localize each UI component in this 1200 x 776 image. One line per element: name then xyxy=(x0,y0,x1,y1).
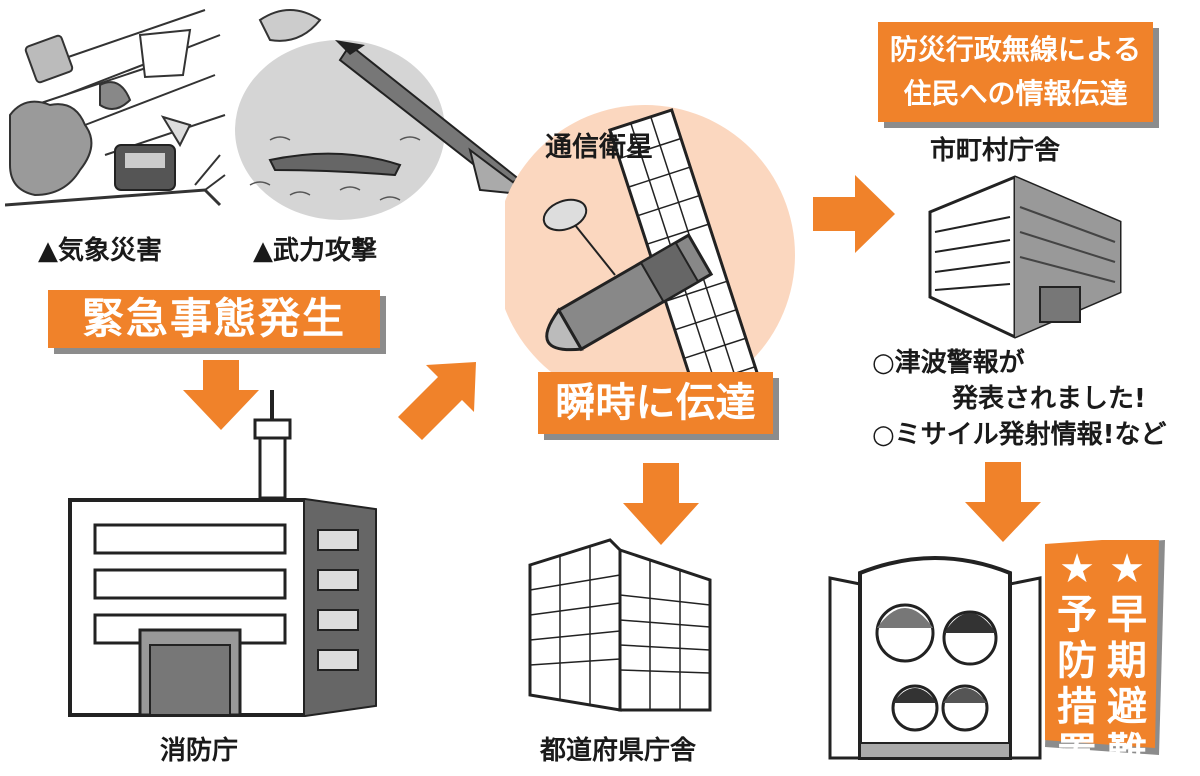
municipal-radio-line1: 防災行政無線による xyxy=(889,33,1142,66)
fdma-label: 消防庁 xyxy=(160,736,239,766)
residents-window-illustration xyxy=(820,548,1050,763)
satellite-label: 通信衛星 xyxy=(545,132,653,163)
early-evac-char: 期 xyxy=(1107,638,1147,684)
emergency-banner: 緊急事態発生 xyxy=(48,290,380,348)
arrow-down-to-residents-icon xyxy=(965,462,1041,542)
prefecture-label: 都道府県庁舎 xyxy=(540,736,697,766)
armed-attack-illustration xyxy=(230,0,560,225)
weather-disaster-label: ▲気象災害 xyxy=(38,236,162,266)
early-evac-char: 早 xyxy=(1107,592,1147,638)
action-banner: ★ 予 防 措 置 ★ 早 期 避 難 xyxy=(1045,540,1165,776)
instant-transmission-text: 瞬時に伝達 xyxy=(555,380,756,426)
msg-tsunami-line2: 発表されました! xyxy=(952,384,1146,414)
municipal-radio-line2: 住民への情報伝達 xyxy=(903,77,1128,110)
prevention-column: ★ 予 防 措 置 xyxy=(1057,546,1097,776)
satellite-illustration xyxy=(505,95,815,425)
prevention-char: 置 xyxy=(1057,730,1097,776)
weather-disaster-illustration xyxy=(5,5,230,220)
arrow-down-to-fdma-icon xyxy=(183,360,259,430)
msg-missile: ○ミサイル発射情報!など xyxy=(872,420,1167,450)
arrow-right-to-municipal-icon xyxy=(813,175,895,253)
municipal-radio-banner: 防災行政無線による 住民への情報伝達 xyxy=(878,22,1153,122)
early-evac-char: 難 xyxy=(1107,730,1147,776)
armed-attack-label: ▲武力攻撃 xyxy=(253,236,377,266)
arrow-up-right-icon xyxy=(398,362,478,442)
instant-transmission-banner: 瞬時に伝達 xyxy=(538,372,773,434)
msg-tsunami-line1: ○津波警報が xyxy=(872,348,1025,378)
municipal-building-illustration xyxy=(920,172,1130,342)
arrow-down-to-prefecture-icon xyxy=(623,463,699,545)
prevention-star: ★ xyxy=(1059,546,1095,592)
prevention-char: 予 xyxy=(1057,592,1097,638)
fdma-building-illustration xyxy=(60,385,380,720)
prevention-char: 防 xyxy=(1057,638,1097,684)
emergency-banner-text: 緊急事態発生 xyxy=(81,294,346,343)
early-evac-star: ★ xyxy=(1109,546,1145,592)
prefecture-building-illustration xyxy=(520,535,720,715)
early-evac-column: ★ 早 期 避 難 xyxy=(1107,546,1147,776)
prevention-char: 措 xyxy=(1057,684,1097,730)
municipal-office-label: 市町村庁舎 xyxy=(930,136,1061,166)
early-evac-char: 避 xyxy=(1107,684,1147,730)
